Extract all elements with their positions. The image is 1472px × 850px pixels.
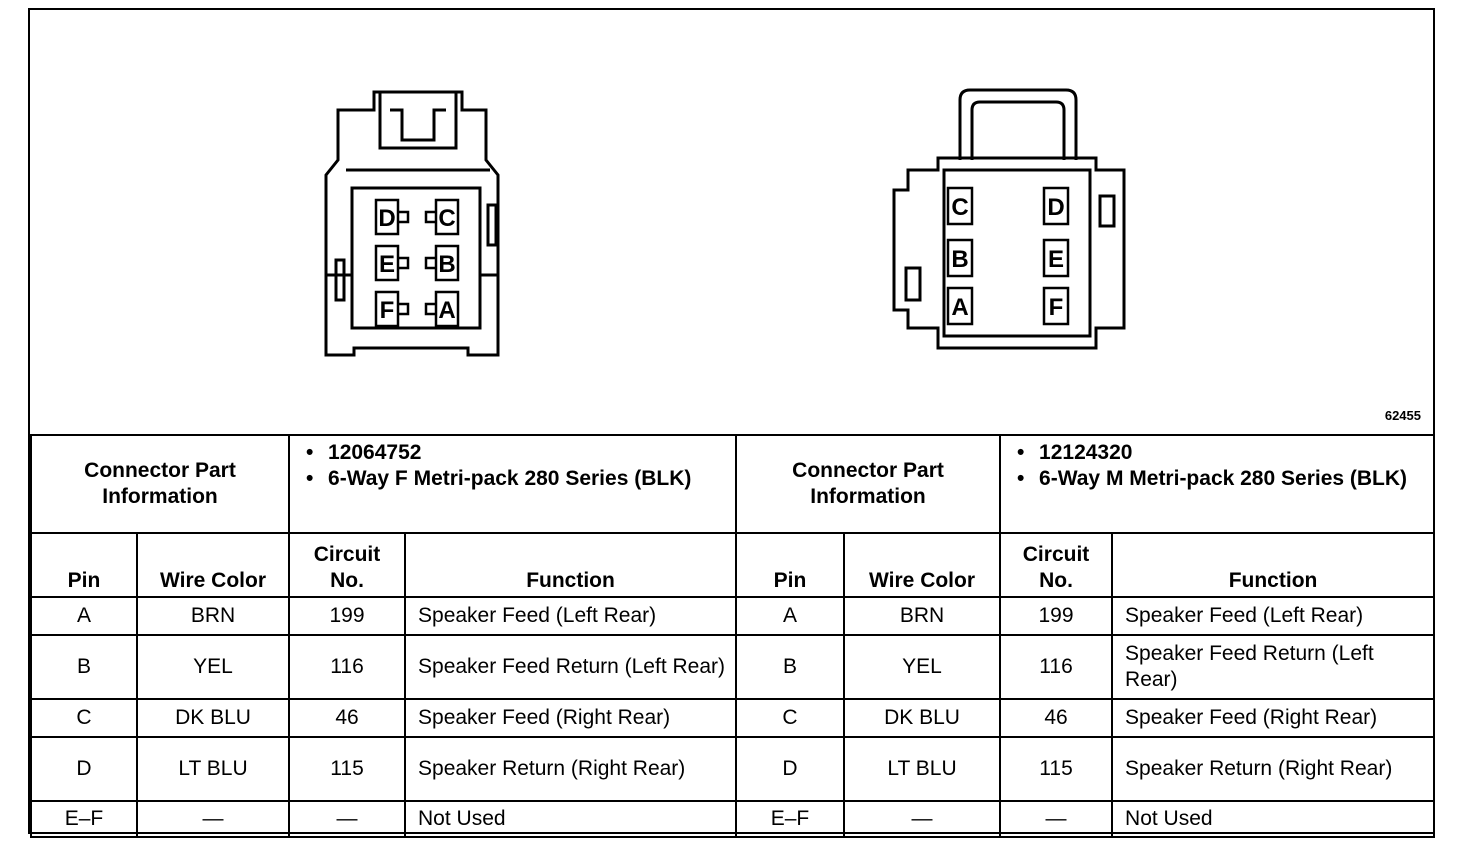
circuit-cell: 46 xyxy=(288,698,407,738)
connector-info-row: Connector Part Information 12064752 6-Wa… xyxy=(29,434,1436,534)
column-header-wire-color: Wire Color xyxy=(843,532,1002,598)
function-cell: Not Used xyxy=(404,800,738,838)
part-description: 6-Way F Metri-pack 280 Series (BLK) xyxy=(306,466,729,492)
wire-color-cell: YEL xyxy=(135,634,291,700)
pin-cell: E–F xyxy=(30,800,138,838)
connector-diagram-frame: D C E B F A xyxy=(28,8,1436,838)
circuit-cell: 115 xyxy=(999,736,1114,802)
table-row: A BRN 199 Speaker Feed (Left Rear) A BRN… xyxy=(30,596,1436,636)
pin-cell: E–F xyxy=(735,800,846,838)
circuit-cell: 199 xyxy=(999,596,1114,636)
circuit-cell: 116 xyxy=(288,634,407,700)
male-pin-label: C xyxy=(951,194,968,221)
column-header-function: Function xyxy=(404,532,738,598)
part-description: 6-Way M Metri-pack 280 Series (BLK) xyxy=(1017,466,1427,492)
pin-cell: C xyxy=(735,698,846,738)
wire-color-cell: — xyxy=(843,800,1002,838)
female-pin-label: C xyxy=(438,205,455,232)
wire-color-cell: DK BLU xyxy=(843,698,1002,738)
part-number: 12124320 xyxy=(1017,440,1427,466)
function-cell: Speaker Feed (Left Rear) xyxy=(404,596,738,636)
circuit-cell: — xyxy=(999,800,1114,838)
column-header-circuit: Circuit No. xyxy=(288,532,407,598)
function-cell: Speaker Feed Return (Left Rear) xyxy=(1111,634,1436,700)
table-row: B YEL 116 Speaker Feed Return (Left Rear… xyxy=(30,634,1436,700)
table-row: D LT BLU 115 Speaker Return (Right Rear)… xyxy=(30,736,1436,802)
column-header-circuit: Circuit No. xyxy=(999,532,1114,598)
wire-color-cell: — xyxy=(135,800,291,838)
wire-color-cell: LT BLU xyxy=(843,736,1002,802)
female-pin-label: D xyxy=(378,205,395,232)
function-cell: Speaker Feed (Right Rear) xyxy=(1111,698,1436,738)
wire-color-cell: BRN xyxy=(135,596,291,636)
column-header-row: Pin Wire Color Circuit No. Function Pin … xyxy=(30,532,1436,598)
column-header-function: Function xyxy=(1111,532,1436,598)
function-cell: Speaker Return (Right Rear) xyxy=(404,736,738,802)
male-pin-cavities xyxy=(946,186,1070,326)
table-row: E–F — — Not Used E–F — — Not Used xyxy=(30,800,1436,838)
figure-id: 62455 xyxy=(1384,408,1421,423)
female-connector-drawing xyxy=(324,90,500,357)
connector-info-label: Connector Part Information xyxy=(29,434,291,534)
circuit-cell: 199 xyxy=(288,596,407,636)
pin-cell: D xyxy=(30,736,138,802)
circuit-cell: 46 xyxy=(999,698,1114,738)
pin-cell: B xyxy=(30,634,138,700)
male-pin-label: A xyxy=(951,294,968,321)
female-pin-label: E xyxy=(379,251,395,278)
wire-color-cell: LT BLU xyxy=(135,736,291,802)
pin-cell: A xyxy=(735,596,846,636)
function-cell: Speaker Feed (Left Rear) xyxy=(1111,596,1436,636)
table-row: C DK BLU 46 Speaker Feed (Right Rear) C … xyxy=(30,698,1436,738)
function-cell: Speaker Feed Return (Left Rear) xyxy=(404,634,738,700)
pin-cell: B xyxy=(735,634,846,700)
female-pin-cavities xyxy=(374,198,460,328)
male-pin-label: B xyxy=(951,246,968,273)
pin-cell: C xyxy=(30,698,138,738)
function-cell: Not Used xyxy=(1111,800,1436,838)
female-pin-label: B xyxy=(438,251,455,278)
part-number: 12064752 xyxy=(306,440,729,466)
function-cell: Speaker Feed (Right Rear) xyxy=(404,698,738,738)
connector-info-label: Connector Part Information xyxy=(735,434,1002,534)
connector-info-list: 12124320 6-Way M Metri-pack 280 Series (… xyxy=(999,434,1436,534)
female-pin-label: F xyxy=(380,297,395,324)
wire-color-cell: DK BLU xyxy=(135,698,291,738)
circuit-cell: 115 xyxy=(288,736,407,802)
column-header-pin: Pin xyxy=(735,532,846,598)
connector-drawings: D C E B F A xyxy=(30,10,1433,434)
male-pin-label: F xyxy=(1049,294,1064,321)
wire-color-cell: BRN xyxy=(843,596,1002,636)
connector-pinout-table: Connector Part Information 12064752 6-Wa… xyxy=(29,434,1436,838)
pin-cell: D xyxy=(735,736,846,802)
connector-drawings-svg: D C E B F A xyxy=(324,88,1126,357)
male-pin-label: D xyxy=(1047,194,1064,221)
male-pin-label: E xyxy=(1048,246,1064,273)
column-header-pin: Pin xyxy=(30,532,138,598)
wire-color-cell: YEL xyxy=(843,634,1002,700)
pin-cell: A xyxy=(30,596,138,636)
male-connector-drawing xyxy=(892,88,1126,350)
connector-info-list: 12064752 6-Way F Metri-pack 280 Series (… xyxy=(288,434,738,534)
female-pin-label: A xyxy=(438,297,455,324)
column-header-wire-color: Wire Color xyxy=(135,532,291,598)
function-cell: Speaker Return (Right Rear) xyxy=(1111,736,1436,802)
circuit-cell: — xyxy=(288,800,407,838)
circuit-cell: 116 xyxy=(999,634,1114,700)
